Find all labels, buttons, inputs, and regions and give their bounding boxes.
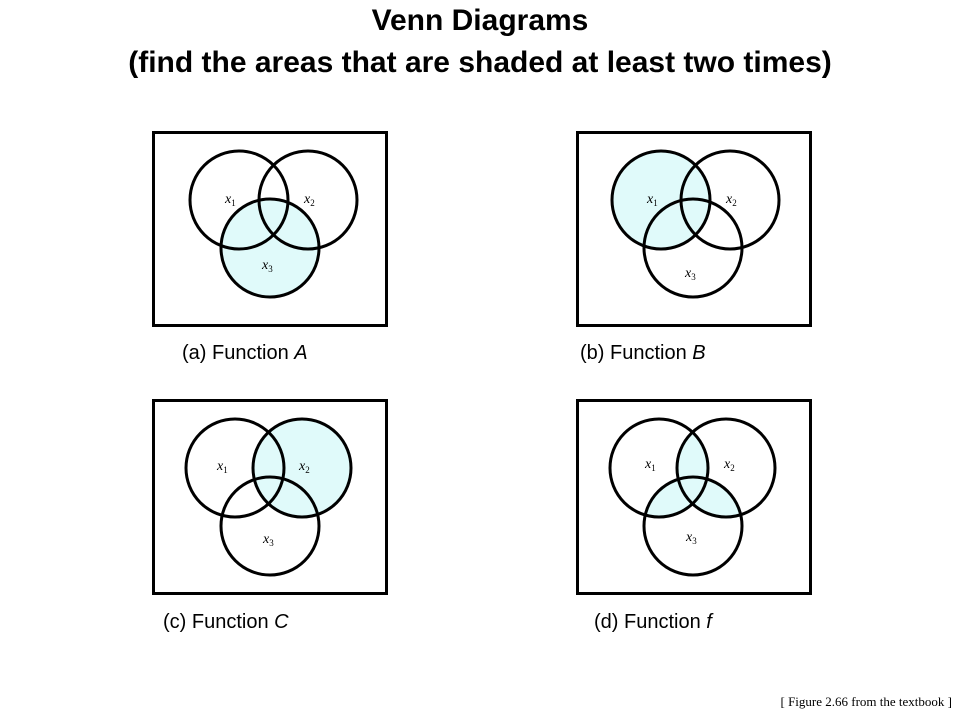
caption-b: (b) Function B (580, 342, 706, 364)
label-x3: x3 (261, 258, 273, 274)
universe-box (152, 131, 388, 327)
x1-shaded-region (612, 151, 710, 249)
caption-d: (d) Function f (594, 611, 712, 633)
circle-x2 (675, 417, 777, 519)
label-x2: x2 (298, 459, 310, 475)
title-line-2: (find the areas that are shaded at least… (128, 46, 832, 79)
circle-x1 (184, 417, 286, 519)
x3-shaded-region (221, 199, 319, 297)
label-x1: x1 (646, 192, 658, 208)
label-x1: x1 (224, 192, 236, 208)
circle-x1 (608, 417, 710, 519)
x2-x3-intersection (677, 477, 742, 517)
circle-x3 (642, 197, 744, 299)
label-x3: x3 (262, 532, 274, 548)
caption-c: (c) Function C (163, 611, 289, 633)
venn-panel-d: x1 x2 x3 (576, 399, 812, 595)
label-x3: x3 (685, 530, 697, 546)
label-x2: x2 (725, 192, 737, 208)
universe-box (152, 399, 388, 595)
label-x2: x2 (723, 457, 735, 473)
universe-box (576, 131, 812, 327)
circle-x1 (188, 149, 290, 251)
caption-a: (a) Function A (182, 342, 308, 364)
x1-x3-intersection (644, 477, 708, 517)
title-line-1: Venn Diagrams (371, 4, 589, 37)
circle-x3 (219, 475, 321, 577)
circle-x3 (219, 197, 321, 299)
venn-panel-b: x1 x2 x3 (576, 131, 812, 327)
figure-footnote: [ Figure 2.66 from the textbook ] (780, 694, 953, 709)
label-x1: x1 (644, 457, 656, 473)
venn-panel-a: x1 x2 x3 (152, 131, 388, 327)
circle-x2 (251, 417, 353, 519)
venn-panel-c: x1 x2 x3 (152, 399, 388, 595)
label-x2: x2 (303, 192, 315, 208)
label-x1: x1 (216, 459, 228, 475)
circle-x3 (642, 475, 744, 577)
label-x3: x3 (684, 266, 696, 282)
circle-x1 (610, 149, 712, 251)
universe-box (576, 399, 812, 595)
